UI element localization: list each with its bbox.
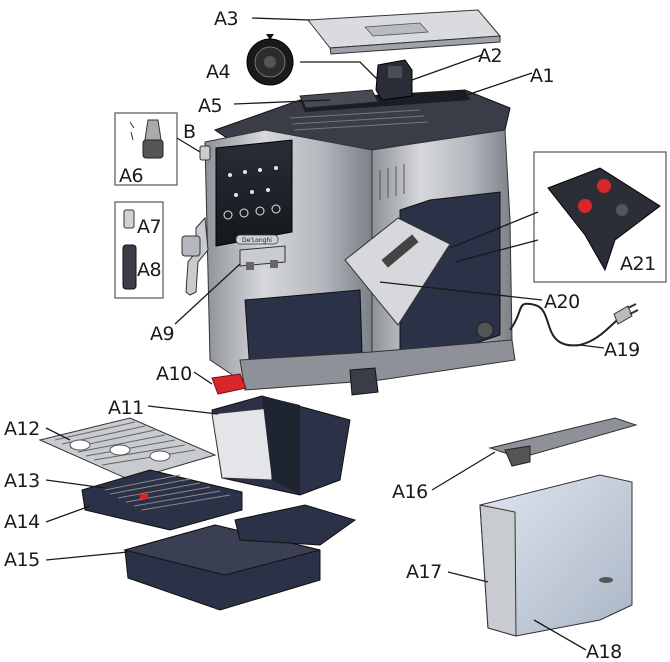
label-a4: A4: [206, 61, 230, 83]
label-a16: A16: [392, 481, 428, 503]
a14-leader: [45, 505, 91, 523]
coffee-machine-body: De'Longhi: [181, 59, 639, 396]
a18-leader: [533, 619, 587, 651]
water-filter-box-a7-a8: [114, 201, 164, 299]
label-a8: A8: [137, 259, 161, 281]
brand-logo: De'Longhi: [242, 237, 272, 244]
a2-leader: [411, 54, 483, 81]
a11-leader: [147, 405, 219, 415]
a3-leader: [251, 17, 311, 21]
water-tank-lid-a3: [307, 9, 502, 55]
label-a20: A20: [544, 291, 580, 313]
a15-leader: [45, 551, 129, 561]
a4-leader: [300, 61, 379, 81]
a16-leader: [431, 451, 496, 491]
label-a7: A7: [137, 216, 161, 238]
part-labels: A3 A2 A1 A4 A5 B A6 A7 A8 A9 A10 A11 A12…: [4, 8, 656, 662]
label-a11: A11: [108, 397, 144, 419]
grind-knob-a4: [246, 34, 294, 86]
label-a13: A13: [4, 470, 40, 492]
leader-lines: [45, 17, 605, 651]
label-a18: A18: [586, 641, 622, 662]
label-a6: A6: [119, 165, 143, 187]
b-leader: [176, 137, 201, 153]
measure-scoop-a10: [211, 373, 247, 395]
water-tank-a17-a18: [479, 474, 633, 637]
label-a12: A12: [4, 418, 40, 440]
drip-tray-a15: [123, 504, 357, 611]
a21-leader-upper: [449, 211, 539, 249]
label-a19: A19: [604, 339, 640, 361]
tank-cover-box-a21: [533, 151, 667, 283]
label-a15: A15: [4, 549, 40, 571]
a21-leader-lower: [454, 239, 539, 263]
label-a14: A14: [4, 511, 40, 533]
drip-tray-grill-a13-a14: [81, 469, 243, 531]
label-a21: A21: [620, 253, 656, 275]
a9-leader: [174, 263, 241, 325]
label-a17: A17: [406, 561, 442, 583]
label-a3: A3: [214, 8, 238, 30]
a19-leader: [579, 344, 605, 349]
a17-leader: [447, 571, 489, 583]
label-a2: A2: [478, 45, 502, 67]
grounds-container-a11: [211, 395, 351, 496]
tank-handle-a16: [488, 417, 638, 467]
a12-leader: [45, 427, 71, 441]
a5-leader: [233, 99, 331, 105]
label-a9: A9: [150, 323, 174, 345]
label-a1: A1: [530, 65, 554, 87]
a1-leader: [451, 72, 533, 101]
label-b: B: [183, 121, 196, 143]
a20-leader: [379, 281, 543, 301]
steam-selector-box-a6: [114, 112, 178, 186]
cup-tray-a12: [38, 417, 217, 481]
label-a5: A5: [198, 95, 222, 117]
label-a10: A10: [156, 363, 192, 385]
a10-leader: [193, 371, 213, 385]
a13-leader: [45, 479, 106, 489]
